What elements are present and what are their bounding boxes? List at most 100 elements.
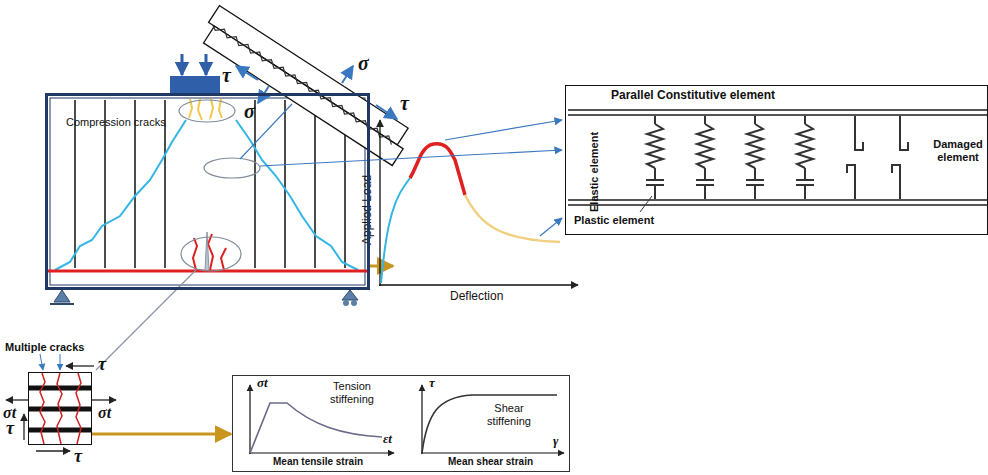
curve-label: Shear stiffening xyxy=(478,402,540,427)
cracked-element xyxy=(6,399,29,400)
stiffening-charts xyxy=(422,395,557,453)
stiffening-charts xyxy=(249,452,394,453)
stress-symbol: σ xyxy=(358,52,369,75)
load-deflection-chart xyxy=(410,144,465,195)
beam-illustration xyxy=(170,76,220,94)
parallel-model xyxy=(796,179,814,181)
stress-symbol: τ xyxy=(74,446,82,467)
stiffening-charts xyxy=(421,385,422,454)
chart-box: σtTension stiffeningεtMean tensile strai… xyxy=(232,375,570,472)
stress-symbol: τ xyxy=(400,92,409,115)
beam-illustration xyxy=(342,290,358,300)
beam-illustration xyxy=(370,265,393,268)
beam-illustration xyxy=(181,237,241,271)
parallel-model xyxy=(747,124,763,168)
inclined-element xyxy=(198,6,414,166)
beam-illustration xyxy=(193,238,197,270)
flow-arrow xyxy=(92,433,231,436)
model-title: Parallel Constitutive element xyxy=(611,89,775,103)
parallel-model xyxy=(746,179,764,181)
cracked-element xyxy=(76,373,81,444)
axis-label: σt xyxy=(257,376,268,391)
load-deflection-chart xyxy=(379,120,380,286)
beam-illustration xyxy=(314,100,316,268)
parallel-model xyxy=(704,168,706,180)
element-label: Elastic element xyxy=(588,132,601,212)
stress-symbol: σ xyxy=(244,100,255,123)
cracked-element: Multiple cracks xyxy=(28,372,92,445)
inclined-element xyxy=(236,66,258,80)
element-label: Damaged element xyxy=(932,138,984,163)
parallel-model xyxy=(847,165,855,199)
inclined-element xyxy=(342,66,353,83)
crack-label: Multiple cracks xyxy=(5,341,84,354)
load-deflection-chart xyxy=(540,218,562,236)
inclined-element xyxy=(198,6,414,166)
cracked-element xyxy=(40,373,81,444)
load-deflection-chart xyxy=(381,178,410,283)
beam-illustration xyxy=(351,300,357,306)
load-deflection-chart xyxy=(260,150,562,166)
parallel-model xyxy=(568,110,988,212)
inclined-element xyxy=(376,105,397,119)
parallel-model xyxy=(804,185,806,199)
cracked-element xyxy=(66,365,94,366)
beam-illustration xyxy=(204,158,260,178)
parallel-model xyxy=(754,185,756,199)
parallel-model xyxy=(704,185,706,199)
parallel-model xyxy=(704,116,706,124)
parallel-model xyxy=(797,124,813,168)
parallel-model xyxy=(754,168,756,180)
load-deflection-chart xyxy=(379,284,578,285)
parallel-model xyxy=(568,199,988,201)
axis-title: Mean tensile strain xyxy=(273,456,363,468)
beam-illustration xyxy=(179,100,235,122)
beam-illustration xyxy=(50,303,74,305)
beam-illustration xyxy=(221,248,226,270)
parallel-model xyxy=(697,124,713,168)
parallel-model xyxy=(892,165,900,199)
cracked-element xyxy=(40,354,43,370)
parallel-model xyxy=(640,196,652,212)
beam-illustration xyxy=(284,100,286,268)
parallel-model xyxy=(654,168,656,180)
beam-illustration xyxy=(236,120,358,270)
beam-illustration xyxy=(181,54,184,75)
beam-illustration xyxy=(189,99,222,120)
parallel-model xyxy=(568,204,988,206)
beam-illustration xyxy=(96,270,196,370)
cracked-element xyxy=(36,450,70,451)
beam-illustration xyxy=(193,234,226,270)
parallel-model xyxy=(900,116,908,150)
inclined-element xyxy=(209,6,409,145)
parallel-model xyxy=(647,124,663,168)
parallel-model xyxy=(654,185,656,199)
load-deflection-chart xyxy=(445,120,562,140)
stress-symbol: τ xyxy=(6,418,14,439)
cracked-element xyxy=(60,354,61,370)
beam-illustration xyxy=(198,99,202,120)
stress-symbol: τ xyxy=(222,64,231,87)
parallel-model xyxy=(568,109,988,111)
parallel-model xyxy=(646,116,908,199)
axis-title: Mean shear strain xyxy=(448,456,533,468)
parallel-model xyxy=(754,116,756,124)
cracked-element xyxy=(40,373,45,444)
beam-illustration xyxy=(210,99,213,119)
beam-illustration xyxy=(343,300,349,306)
stiffening-charts xyxy=(250,403,382,453)
parallel-model xyxy=(804,168,806,180)
beam-illustration xyxy=(54,290,70,302)
cracked-element xyxy=(6,354,116,451)
stress-symbol: σt xyxy=(98,404,111,422)
stiffening-charts xyxy=(249,385,564,454)
parallel-model xyxy=(568,114,988,116)
beam-illustration xyxy=(205,54,208,75)
axis-title: Deflection xyxy=(450,290,503,304)
load-deflection-chart xyxy=(260,120,578,286)
parallel-model xyxy=(646,179,664,181)
parallel-model xyxy=(696,179,714,181)
beam-box: Compression cracks xyxy=(45,93,370,290)
model-box: Parallel Constitutive elementElastic ele… xyxy=(565,85,988,235)
